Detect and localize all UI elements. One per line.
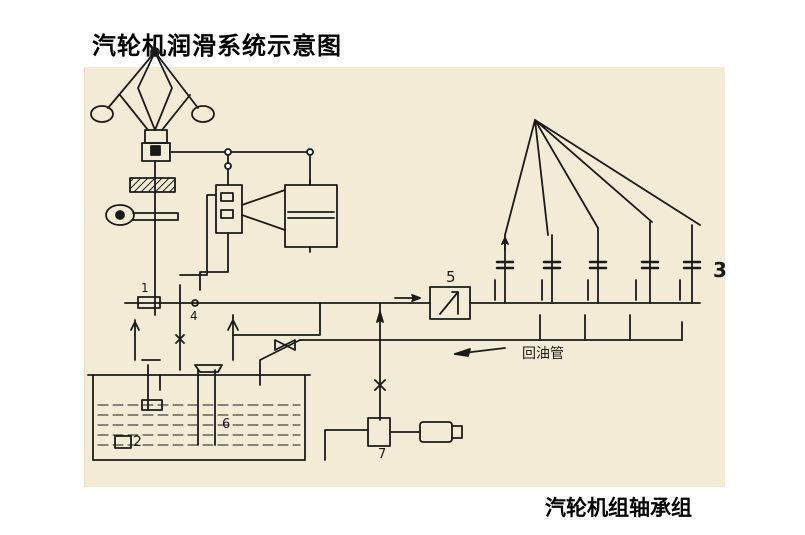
label-1: 1 — [141, 281, 149, 295]
linkage — [169, 148, 314, 186]
caption: 汽轮机组轴承组 — [545, 496, 692, 520]
governor — [90, 47, 215, 162]
auxiliary-oil-pump — [324, 417, 463, 461]
servomotor — [284, 179, 338, 253]
bearing — [542, 234, 562, 304]
bearing-group — [494, 119, 702, 304]
diagram-panel — [84, 67, 725, 487]
bearing — [682, 224, 702, 304]
label-6: 6 — [222, 417, 230, 432]
return-oil-pipe — [259, 314, 683, 386]
bearing — [495, 234, 515, 304]
bearing — [640, 221, 660, 304]
label-2: 2 — [133, 434, 142, 450]
pressure-oil-header — [124, 294, 701, 309]
oil-cooler — [429, 286, 471, 320]
label-3: 3 — [713, 258, 727, 282]
bearing — [588, 227, 608, 304]
oil-tank — [87, 359, 311, 461]
return-pipe-label: 回油管 — [522, 346, 564, 362]
governor-shaft — [105, 160, 179, 316]
label-7: 7 — [378, 447, 386, 462]
diagram-title: 汽轮机润滑系统示意图 — [92, 32, 342, 60]
label-4: 4 — [190, 309, 198, 323]
pilot-valve — [179, 184, 286, 291]
label-5: 5 — [446, 268, 456, 286]
feed-lines — [130, 284, 386, 421]
